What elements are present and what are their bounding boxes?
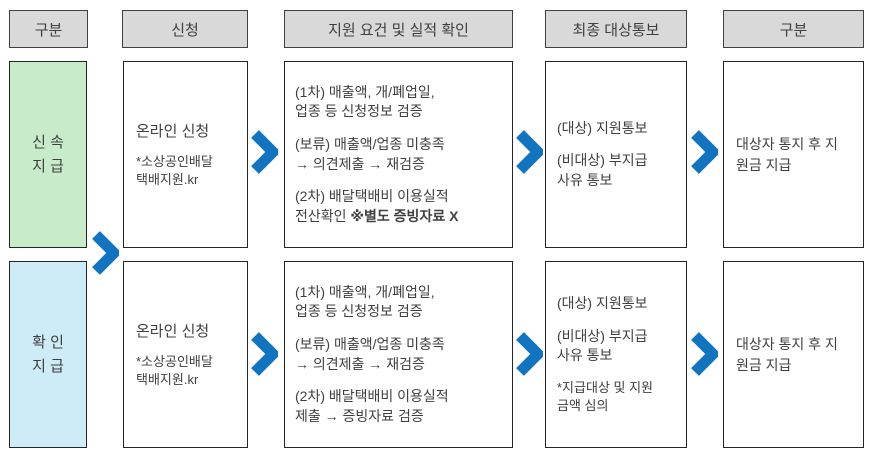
check-step1: (1차) 매출액, 개/폐업일, 업종 등 신청정보 검증 — [295, 283, 435, 320]
chevron-right-icon — [515, 130, 543, 174]
result-box-row2: 대상자 통지 후 지 원금 지급 — [723, 261, 864, 448]
check-step2-text: (2차) 배달택배비 이용실적 제출 → 증빙자료 검증 — [295, 388, 449, 424]
check-box-row1: (1차) 매출액, 개/폐업일, 업종 등 신청정보 검증 (보류) 매출액/업… — [284, 61, 513, 248]
column-header-apply: 신청 — [122, 10, 248, 48]
column-header-check: 지원 요건 및 실적 확인 — [284, 10, 513, 48]
check-step2-text: (2차) 배달택배비 이용실적 전산확인 — [295, 188, 449, 224]
chevron-right-icon — [515, 332, 543, 376]
column-header-category: 구분 — [9, 10, 88, 48]
column-header-label: 신청 — [171, 21, 199, 39]
category-confirm-payment: 확 인 지 급 — [9, 261, 87, 448]
column-header-label: 구분 — [34, 21, 63, 39]
notify-target: (대상) 지원통보 — [557, 119, 648, 136]
check-step2-note: ※별도 증빙자료 X — [350, 207, 459, 224]
column-header-label: 구분 — [779, 21, 808, 39]
notify-review-note: *지급대상 및 지원 금액 심의 — [557, 379, 654, 413]
apply-box-row1: 온라인 신청 *소상공인배달 택배지원.kr — [123, 61, 248, 248]
check-hold: (보류) 매출액/업종 미충족 → 의견제출 → 재검증 — [295, 135, 445, 172]
column-header-category-right: 구분 — [723, 10, 864, 48]
apply-box-row2: 온라인 신청 *소상공인배달 택배지원.kr — [123, 261, 248, 448]
notify-nontarget: (비대상) 부지급 사유 통보 — [557, 327, 648, 364]
result-box-row1: 대상자 통지 후 지 원금 지급 — [723, 61, 864, 248]
column-header-label: 최종 대상통보 — [572, 21, 660, 39]
category-label: 신 속 지 급 — [32, 134, 64, 175]
column-header-notify: 최종 대상통보 — [545, 10, 687, 48]
check-step2: (2차) 배달택배비 이용실적 제출 → 증빙자료 검증 — [295, 387, 449, 426]
chevron-right-icon — [91, 231, 119, 275]
notify-box-row2: (대상) 지원통보 (비대상) 부지급 사유 통보 *지급대상 및 지원 금액 … — [545, 261, 687, 448]
apply-note: *소상공인배달 택배지원.kr — [136, 353, 213, 387]
notify-box-row1: (대상) 지원통보 (비대상) 부지급 사유 통보 — [545, 61, 687, 248]
category-fast-payment: 신 속 지 급 — [9, 61, 87, 248]
apply-note: *소상공인배달 택배지원.kr — [136, 153, 213, 187]
notify-target: (대상) 지원통보 — [557, 294, 648, 311]
result-text: 대상자 통지 후 지 원금 지급 — [736, 136, 838, 173]
check-step1: (1차) 매출액, 개/폐업일, 업종 등 신청정보 검증 — [295, 83, 435, 120]
check-box-row2: (1차) 매출액, 개/폐업일, 업종 등 신청정보 검증 (보류) 매출액/업… — [284, 261, 513, 448]
apply-title: 온라인 신청 — [136, 322, 210, 340]
notify-nontarget: (비대상) 부지급 사유 통보 — [557, 152, 648, 188]
check-hold: (보류) 매출액/업종 미충족 → 의견제출 → 재검증 — [295, 335, 445, 372]
column-header-label: 지원 요건 및 실적 확인 — [328, 21, 469, 39]
apply-title: 온라인 신청 — [136, 122, 210, 140]
chevron-right-icon — [690, 130, 718, 174]
chevron-right-icon — [690, 332, 718, 376]
category-label: 확 인 지 급 — [32, 334, 64, 375]
result-text: 대상자 통지 후 지 원금 지급 — [736, 336, 838, 373]
chevron-right-icon — [250, 332, 278, 376]
check-step2: (2차) 배달택배비 이용실적 전산확인 ※별도 증빙자료 X — [295, 187, 458, 226]
chevron-right-icon — [250, 130, 278, 174]
